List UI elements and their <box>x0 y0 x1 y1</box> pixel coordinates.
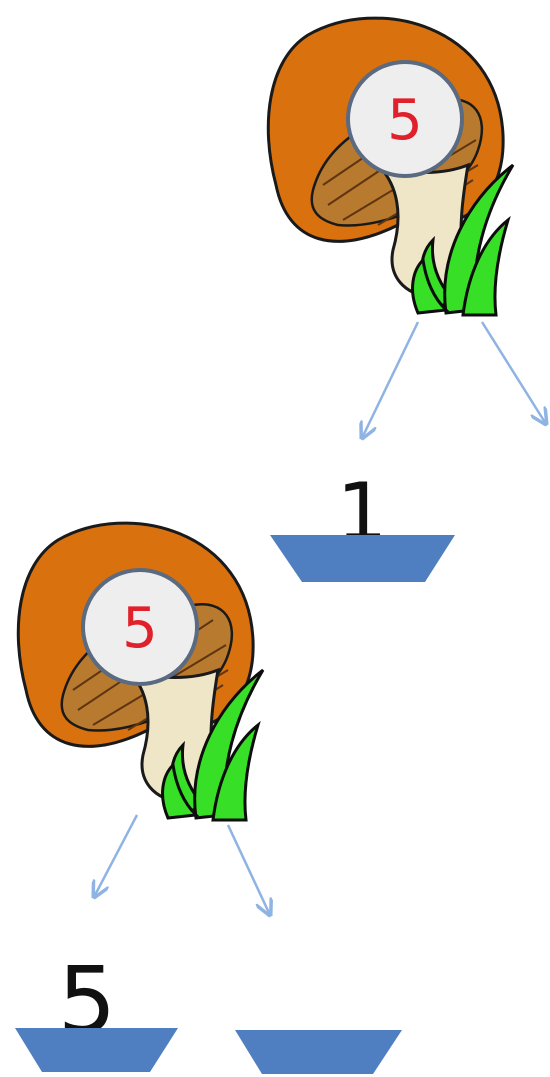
lower-mushroom-number: 5 <box>122 596 158 661</box>
lower-left-bowl <box>15 1028 178 1072</box>
lower-right-bowl <box>235 1030 402 1074</box>
lower-mushroom-badge <box>81 568 199 686</box>
upper-mushroom-number: 5 <box>387 88 423 153</box>
lower-arrow-right <box>226 824 270 915</box>
upper-mushroom: 5 <box>266 16 515 317</box>
upper-bowl <box>270 535 455 582</box>
upper-mushroom-badge <box>346 60 464 178</box>
lower-mushroom: 5 <box>16 521 265 822</box>
upper-arrow-right <box>480 321 546 424</box>
upper-arrow-left <box>362 321 420 438</box>
lower-arrow-left <box>94 814 139 897</box>
